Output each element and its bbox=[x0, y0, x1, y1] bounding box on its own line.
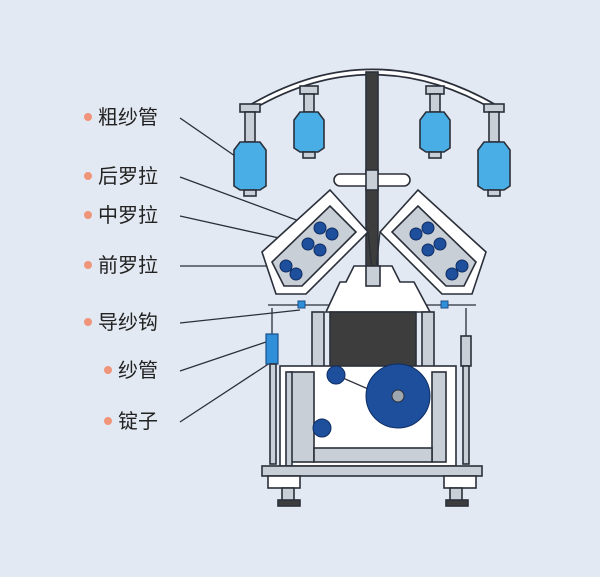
yarn-guide-hook-right bbox=[440, 300, 449, 309]
label-yarn-guide: 导纱钩 bbox=[98, 310, 158, 334]
bullet-spindle bbox=[104, 417, 112, 425]
roving-bobbin-outer-right bbox=[477, 103, 511, 197]
yarn-tube-left bbox=[265, 333, 279, 365]
roving-bobbin-inner-right bbox=[419, 85, 451, 159]
creel bbox=[248, 68, 498, 268]
front-roller-left-top bbox=[279, 259, 293, 273]
label-roving-bobbin: 粗纱管 bbox=[98, 105, 158, 129]
drive-wheel-hub bbox=[391, 389, 405, 403]
label-yarn-tube: 纱管 bbox=[118, 358, 158, 382]
gearbox bbox=[329, 311, 417, 371]
spindle-left bbox=[269, 363, 277, 465]
front-roller-right-top bbox=[455, 259, 469, 273]
foot-right bbox=[445, 499, 469, 507]
roving-bobbin-inner-left bbox=[293, 85, 325, 159]
label-group: 粗纱管 后罗拉 中罗拉 前罗拉 导纱钩 纱管 锭子 bbox=[84, 105, 158, 433]
yarn-guide-hook-left bbox=[297, 300, 306, 309]
leader-spindle bbox=[179, 362, 271, 423]
back-roller-left-bottom bbox=[325, 227, 339, 241]
label-middle-roller: 中罗拉 bbox=[98, 203, 158, 227]
left-spindle-assembly bbox=[265, 308, 279, 465]
crossbar-collar bbox=[365, 169, 379, 191]
bullet-back-roller bbox=[84, 172, 92, 180]
label-spindle: 锭子 bbox=[118, 409, 158, 433]
leader-lines bbox=[179, 117, 319, 423]
label-back-roller: 后罗拉 bbox=[98, 164, 158, 188]
back-roller-right-top bbox=[421, 221, 435, 235]
bullet-middle-roller bbox=[84, 211, 92, 219]
small-pulley bbox=[326, 365, 346, 385]
bullet-front-roller bbox=[84, 261, 92, 269]
base-plate bbox=[261, 465, 483, 477]
middle-roller-left-bottom bbox=[313, 243, 327, 257]
front-roller-right-bottom bbox=[445, 267, 459, 281]
drafting-arm-right bbox=[375, 188, 487, 295]
bullet-yarn-tube bbox=[104, 366, 112, 374]
middle-roller-right-bottom bbox=[421, 243, 435, 257]
lower-pulley bbox=[312, 418, 332, 438]
label-front-roller: 前罗拉 bbox=[98, 253, 158, 277]
machine-body bbox=[279, 265, 457, 467]
machine-base bbox=[261, 465, 483, 507]
bullet-yarn-guide bbox=[84, 318, 92, 326]
middle-roller-right-top bbox=[433, 237, 447, 251]
roving-bobbin-outer-left bbox=[233, 103, 267, 197]
front-roller-left-bottom bbox=[289, 267, 303, 281]
middle-roller-left-top bbox=[301, 237, 315, 251]
foot-left bbox=[277, 499, 301, 507]
drafting-arm-left bbox=[261, 188, 373, 295]
bullet-roving-bobbin bbox=[84, 113, 92, 121]
right-rod-assembly bbox=[460, 308, 472, 465]
leader-yarn-guide bbox=[179, 309, 301, 324]
leader-back-roller bbox=[179, 176, 319, 229]
back-roller-left-top bbox=[313, 221, 327, 235]
leader-yarn-tube bbox=[179, 341, 267, 372]
back-roller-right-bottom bbox=[409, 227, 423, 241]
